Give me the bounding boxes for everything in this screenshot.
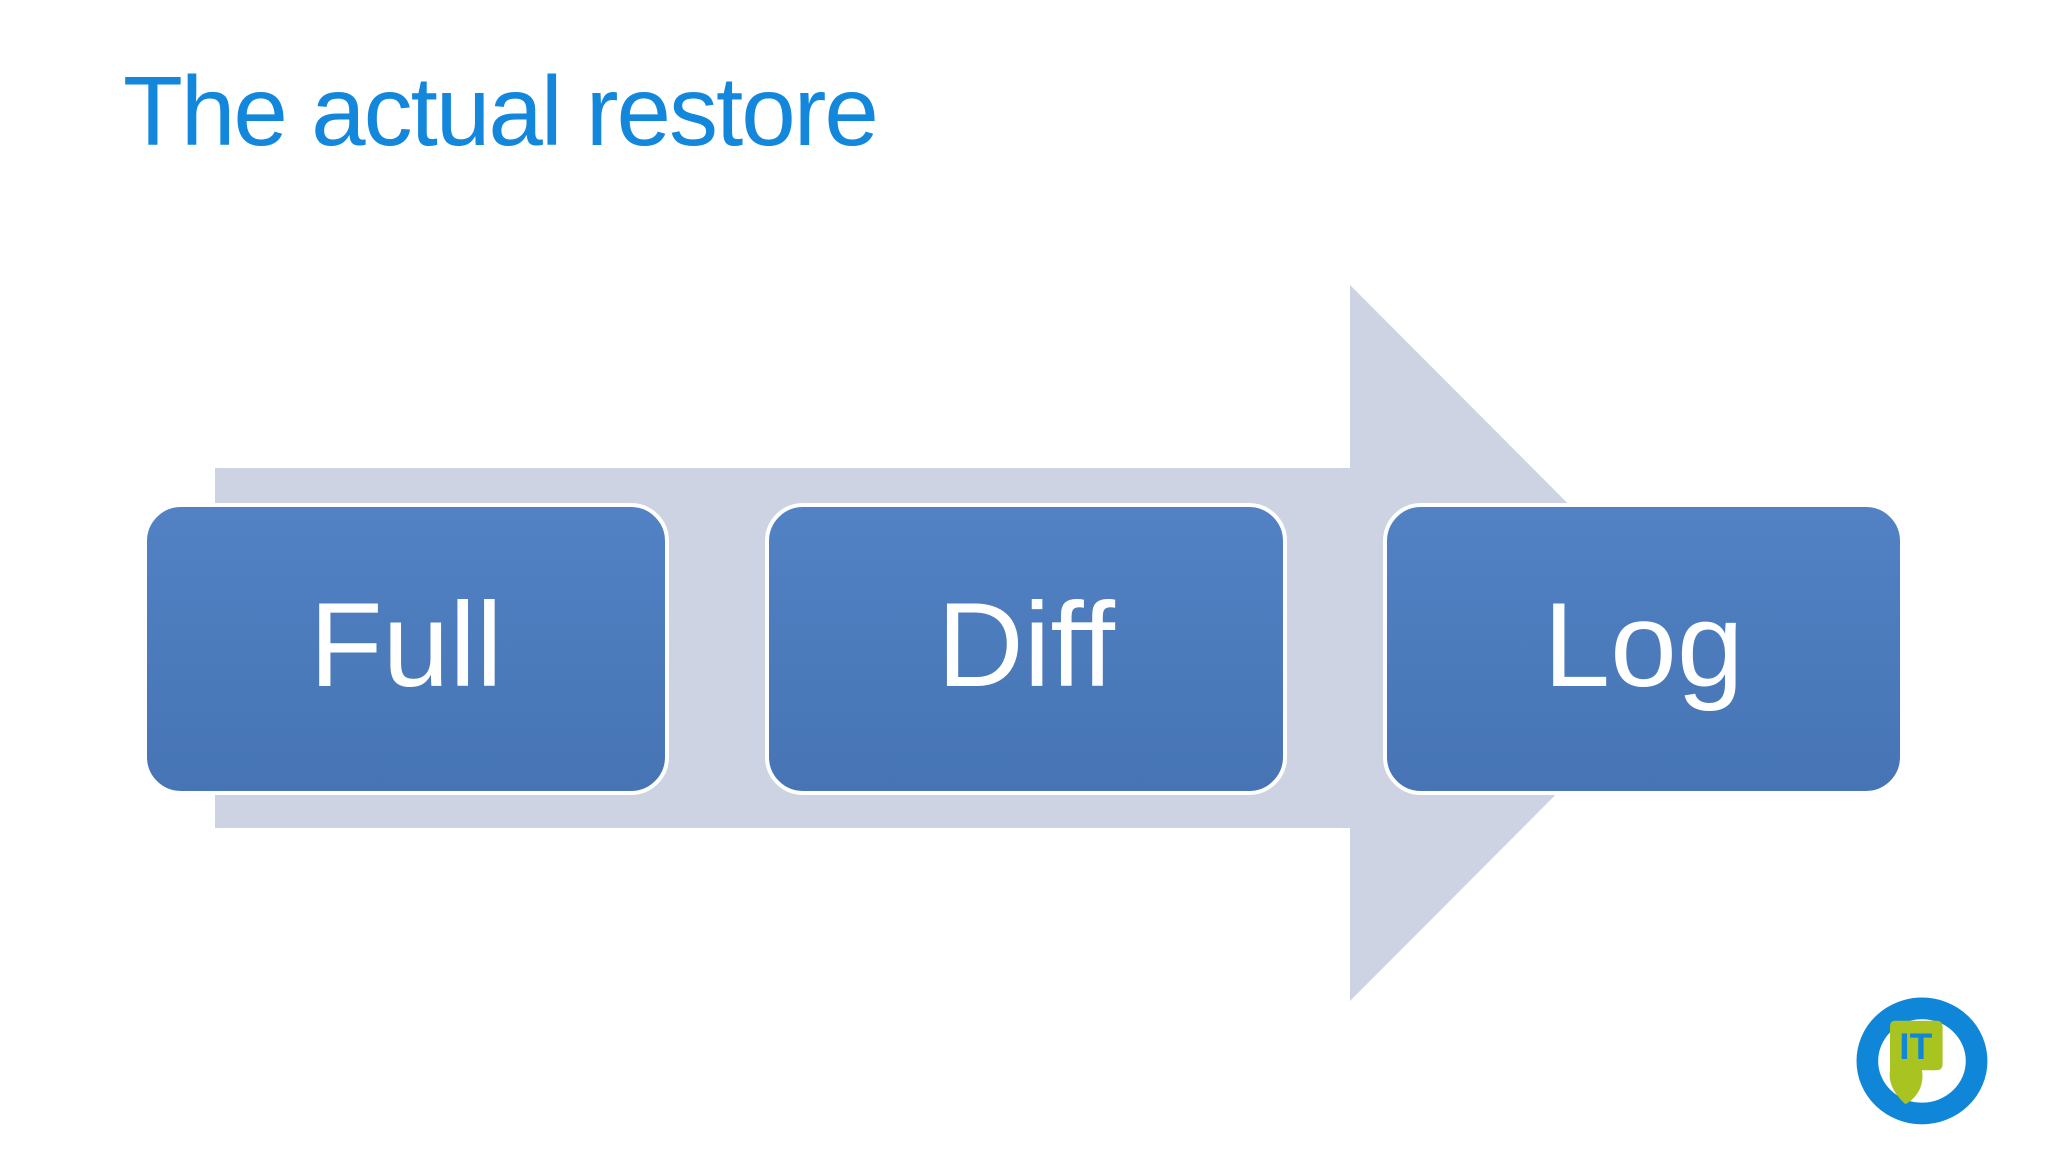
step-box-log: Log <box>1383 503 1904 795</box>
logo-speech-bubble-icon <box>1889 1020 1943 1105</box>
step-label-full: Full <box>309 578 503 712</box>
step-label-diff: Diff <box>937 578 1115 712</box>
logo-text: IT <box>1899 1025 1932 1067</box>
step-box-full: Full <box>143 503 669 795</box>
it-logo: IT <box>1856 997 1988 1125</box>
step-label-log: Log <box>1543 578 1744 712</box>
slide-title: The actual restore <box>123 56 879 166</box>
step-box-diff: Diff <box>765 503 1287 795</box>
